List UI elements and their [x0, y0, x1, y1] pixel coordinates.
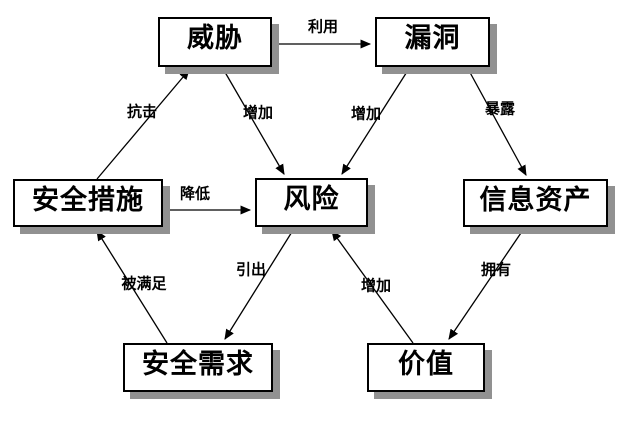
- node-risk: 风险: [255, 178, 368, 227]
- node-vulnerability: 漏洞: [375, 17, 490, 67]
- arrow-threat-to-risk: [221, 66, 285, 175]
- node-security-measures-label: 安全措施: [32, 185, 144, 216]
- node-security-requirements: 安全需求: [123, 343, 273, 392]
- edge-label-increase-vulnerability: 增加: [350, 104, 382, 123]
- edge-label-possess: 拥有: [480, 260, 512, 279]
- edge-label-increase-value: 增加: [360, 276, 392, 295]
- node-information-assets: 信息资产: [463, 179, 608, 227]
- edge-label-exploit: 利用: [307, 17, 339, 36]
- arrow-value-to-risk: [331, 230, 414, 344]
- edge-label-resist: 抗击: [126, 102, 158, 121]
- edge-label-be-satisfied: 被满足: [121, 274, 167, 293]
- arrow-information-assets-to-value: [448, 226, 526, 340]
- arrow-vulnerability-to-information-assets: [466, 66, 527, 176]
- edge-label-expose: 暴露: [484, 99, 516, 118]
- node-risk-label: 风险: [283, 184, 340, 215]
- edge-label-increase-threat: 增加: [242, 103, 274, 122]
- arrow-risk-to-security-requirements: [224, 226, 296, 340]
- node-threat: 威胁: [158, 17, 272, 67]
- edge-label-lead-to: 引出: [235, 260, 267, 279]
- node-security-requirements-label: 安全需求: [142, 349, 254, 380]
- node-threat-label: 威胁: [187, 23, 243, 54]
- arrow-security-measures-to-threat: [96, 69, 190, 180]
- arrow-vulnerability-to-risk: [341, 66, 411, 175]
- edge-label-reduce: 降低: [179, 184, 211, 203]
- node-security-measures: 安全措施: [13, 179, 163, 227]
- node-vulnerability-label: 漏洞: [404, 23, 461, 54]
- node-value: 价值: [367, 343, 485, 392]
- arrow-security-requirements-to-security-measures: [96, 230, 168, 344]
- node-information-assets-label: 信息资产: [479, 185, 592, 216]
- node-value-label: 价值: [398, 349, 454, 380]
